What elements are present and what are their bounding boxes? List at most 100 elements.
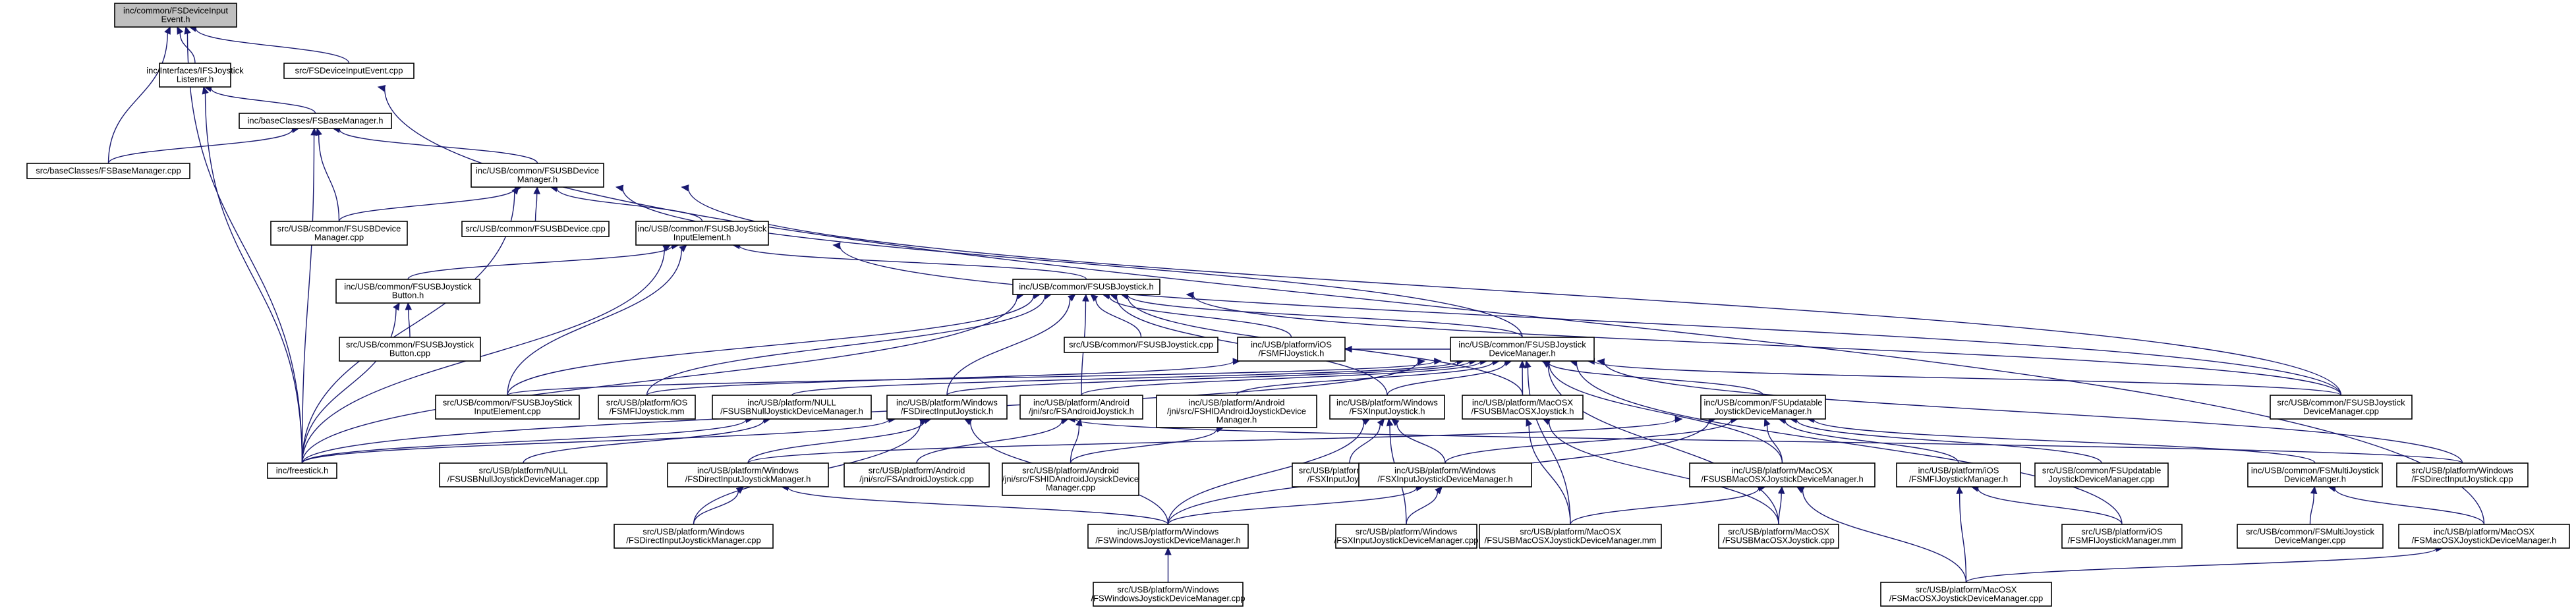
graph-edge [747,416,1683,464]
graph-node[interactable]: src/USB/platform/iOS/FSMFIJoystickManage… [2061,524,2183,549]
arrow-head-icon [177,26,184,35]
graph-node[interactable]: inc/USB/common/FSMultiJoystickDeviceMang… [2247,462,2383,487]
graph-edge [507,244,687,396]
edge-line [408,309,411,338]
graph-node[interactable]: src/USB/common/FSUSBJoystickDeviceManage… [2270,395,2413,420]
graph-node[interactable]: inc/USB/common/FSUSBJoystickDeviceManage… [1450,337,1595,362]
graph-node[interactable]: inc/USB/platform/Android/jni/src/FSHIDAn… [1156,395,1317,428]
graph-node[interactable]: src/baseClasses/FSBaseManager.cpp [26,163,190,179]
node-box [283,63,415,79]
node-label: /jni/src/FSAndroidJoystick.cpp [859,474,973,484]
graph-node[interactable]: inc/USB/platform/Windows/FSDirectInputJo… [886,395,1008,420]
node-box [1358,462,1532,487]
node-label: Manager.h [517,175,558,184]
edge-line [747,418,1676,464]
graph-edge [1806,416,2316,464]
graph-edge [1349,418,1385,464]
graph-node[interactable]: src/USB/platform/Android/jni/src/FSHIDAn… [1002,462,1139,496]
graph-node[interactable]: src/USB/common/FSUSBDevice.cpp [461,221,610,237]
edge-line [2309,493,2314,525]
arrow-head-icon [1526,418,1533,427]
edge-line [1095,298,1142,338]
graph-node[interactable]: inc/USB/platform/iOS/FSMFIJoystickManage… [1896,462,2021,487]
graph-node[interactable]: src/USB/platform/MacOSX/FSUSBMacOSXJoyst… [1479,524,1662,549]
graph-node[interactable]: inc/USB/platform/MacOSX/FSUSBMacOSXJoyst… [1462,395,1584,420]
edge-line [107,129,293,164]
graph-node[interactable]: inc/USB/platform/MacOSX/FSUSBMacOSXJoyst… [1689,462,1875,487]
graph-node[interactable]: src/USB/platform/Windows/FSDirectInputJo… [614,524,774,549]
edge-line [916,420,1063,464]
node-box [1012,279,1160,295]
arrow-head-icon [1524,360,1531,369]
edge-line [1593,360,2342,396]
node-box [1087,524,1249,549]
node-label: /FSMFIJoystick.mm [609,406,684,416]
graph-edge [1542,360,1779,525]
edge-line [107,33,168,164]
node-label: Listener.h [177,74,214,84]
graph-node[interactable]: src/USB/platform/Android/jni/src/FSAndro… [844,462,990,487]
graph-node[interactable]: inc/baseClasses/FSBaseManager.h [239,113,392,129]
edge-line [301,192,515,464]
graph-edge [301,186,519,464]
node-label: src/USB/platform/Android [1022,466,1119,476]
graph-node[interactable]: src/USB/common/FSUpdatableJoystickDevice… [2034,462,2169,487]
node-label: src/USB/common/FSUSBDevice [277,224,401,234]
graph-node[interactable]: src/USB/platform/Windows/FSWindowsJoysti… [1091,582,1245,607]
edge-line [791,360,1458,396]
node-label: inc/USB/platform/MacOSX [1732,466,1833,476]
arrow-head-icon [533,186,540,194]
graph-node[interactable]: inc/USB/platform/NULL/FSUSBNullJoystickD… [712,395,872,420]
graph-node[interactable]: src/USB/common/FSUSBJoystick.cpp [1064,337,1218,353]
edge-line [1167,487,1417,525]
graph-node[interactable]: src/FSDeviceInputEvent.cpp [283,63,415,79]
graph-node[interactable]: inc/USB/common/FSUSBJoystick.h [1012,279,1160,295]
node-label: DeviceManger.h [2284,474,2346,484]
arrow-head-icon [1518,360,1526,368]
graph-node[interactable]: inc/USB/platform/Windows/FSXInputJoystic… [1358,462,1532,487]
node-box [844,462,990,487]
graph-node[interactable]: src/USB/platform/MacOSX/FSMacOSXJoystick… [1880,582,2052,607]
graph-edge [301,416,896,464]
node-label: src/FSDeviceInputEvent.cpp [295,66,403,76]
graph-edge [1186,291,2342,396]
node-box [2270,395,2413,420]
graph-node[interactable]: src/USB/platform/Windows/FSDirectInputJo… [2396,462,2529,487]
graph-edge [916,417,1070,464]
graph-node[interactable]: inc/freestick.h [267,462,337,479]
edge-line [318,134,340,222]
graph-node[interactable]: src/USB/platform/Windows/FSXInputJoystic… [1334,524,1479,549]
graph-node[interactable]: inc/common/FSDeviceInputEvent.h [114,3,237,28]
edge-line [339,129,538,164]
graph-node[interactable]: src/USB/platform/iOS/FSMFIJoystick.mm [598,395,696,420]
graph-node[interactable]: inc/USB/platform/MacOSX/FSMacOSXJoystick… [2398,524,2570,549]
arrow-head-icon [2310,486,2318,495]
arrow-head-icon [1596,358,1605,366]
arrow-head-icon [1435,486,1443,495]
graph-node[interactable]: inc/USB/platform/Windows/FSXInputJoystic… [1329,395,1445,420]
node-label: DeviceManager.cpp [2303,406,2379,416]
graph-edge [533,186,540,222]
graph-node[interactable]: inc/USB/platform/Windows/FSDirectInputJo… [667,462,829,487]
graph-edge [1164,547,1172,583]
node-label: inc/USB/platform/MacOSX [2434,527,2534,537]
graph-node[interactable]: src/USB/common/FSMultiJoystickDeviceMang… [2237,524,2384,549]
edge-line [507,295,1035,396]
graph-node[interactable]: src/USB/common/FSUSBJoyStickInputElement… [435,395,580,420]
arrow-head-icon [1186,291,1194,299]
graph-node[interactable]: inc/USB/common/FSUSBJoyStickInputElement… [635,221,769,246]
graph-node[interactable]: src/USB/platform/NULL/FSUSBNullJoystickD… [439,462,608,487]
graph-node[interactable]: src/USB/platform/MacOSX/FSUSBMacOSXJoyst… [1718,524,1839,549]
node-label: src/USB/platform/NULL [478,466,567,476]
node-label: /jni/src/FSAndroidJoystick.h [1029,406,1134,416]
graph-node[interactable]: inc/USB/platform/Windows/FSWindowsJoysti… [1087,524,1249,549]
graph-node[interactable]: inc/USB/common/FSUpdatableJoystickDevice… [1700,395,1826,420]
graph-node[interactable]: inc/USB/platform/Android/jni/src/FSAndro… [1019,395,1143,420]
node-label: /FSXInputJoystickDeviceManager.cpp [1334,536,1479,545]
graph-node[interactable]: inc/USB/platform/iOS/FSMFIJoystick.h [1237,337,1346,362]
